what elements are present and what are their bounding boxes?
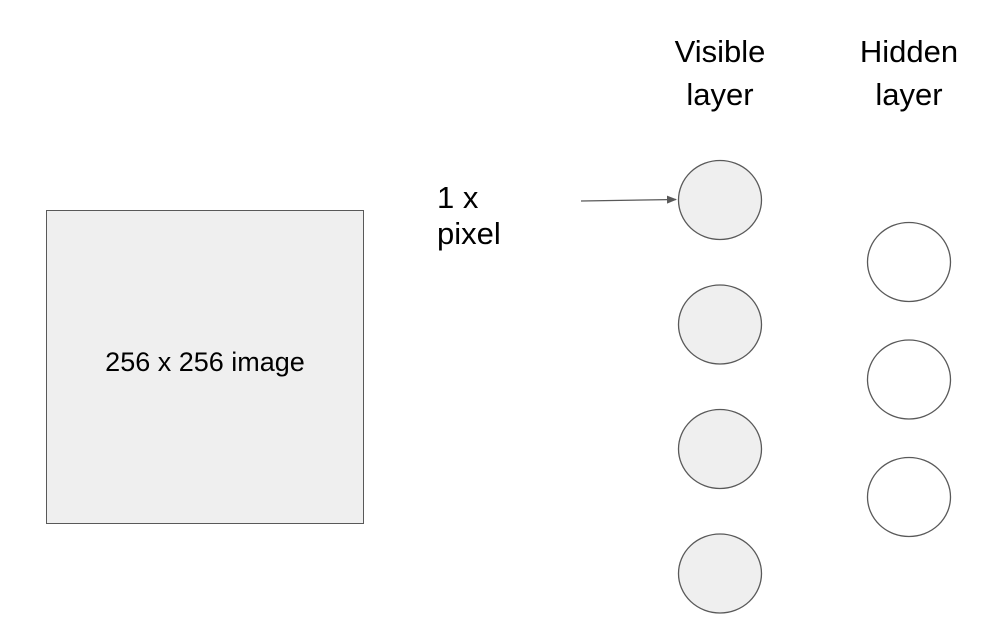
visible-layer-title: Visible layer — [640, 30, 800, 116]
visible-layer-nodes — [677, 159, 763, 614]
visible-layer-node — [677, 284, 763, 365]
visible-layer-node — [677, 159, 763, 241]
hidden-layer-node — [866, 339, 952, 420]
hidden-layer-node — [866, 456, 952, 538]
visible-layer-node — [677, 408, 763, 490]
image-label: 256 x 256 image — [105, 346, 305, 377]
visible-layer-title-line2: layer — [686, 77, 754, 112]
hidden-layer-node — [866, 221, 952, 303]
image-box: 256 x 256 image — [46, 210, 364, 524]
hidden-layer-title-line2: layer — [875, 77, 943, 112]
hidden-layer-nodes — [866, 221, 952, 538]
pixel-arrow — [580, 195, 677, 204]
visible-layer-node — [677, 533, 763, 614]
hidden-layer-title: Hidden layer — [829, 30, 989, 116]
visible-layer-title-line1: Visible — [674, 34, 766, 69]
pixel-label: 1 x pixel — [437, 180, 501, 251]
hidden-layer-title-line1: Hidden — [859, 34, 959, 69]
